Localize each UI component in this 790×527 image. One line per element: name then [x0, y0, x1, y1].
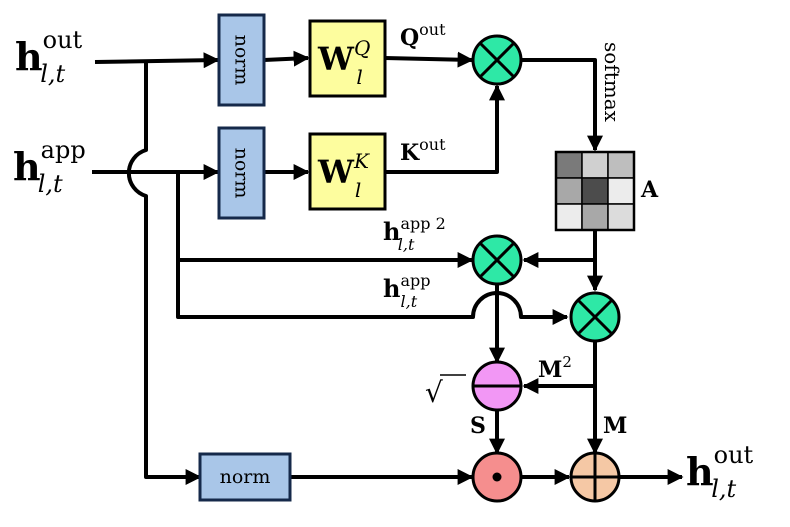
attention-cell: [607, 151, 635, 179]
s-label: S: [470, 413, 486, 439]
wire-wk-to-mult1: [385, 84, 505, 174]
attention-cell: [555, 177, 583, 205]
attention-cell: [581, 177, 609, 205]
attention-cell: [581, 151, 609, 179]
wk-box: [308, 132, 387, 211]
softmax-label: softmax: [600, 42, 624, 123]
attention-cell: [581, 203, 609, 231]
wq-box: [308, 19, 387, 98]
norm-box-2: [217, 126, 266, 220]
attention-label: A: [640, 177, 659, 203]
norm-box-1: [217, 13, 266, 107]
multiply-op-3: [569, 291, 621, 343]
wire-hout-branch: [126, 62, 202, 485]
k-out-label: Kout: [400, 135, 446, 166]
attention-matrix: [554, 150, 636, 232]
m-label: M: [603, 413, 627, 439]
wire-wq-to-mult1: [384, 51, 474, 68]
attention-cell: [607, 203, 635, 231]
subtract-op: [471, 360, 523, 412]
q-out-label: Qout: [400, 20, 446, 51]
sqrt-symbol: √: [425, 374, 466, 409]
norm-label-2: norm: [231, 148, 253, 199]
norm-label-3: norm: [220, 466, 271, 488]
m2-label: M2: [538, 353, 572, 383]
multiply-op-1: [471, 34, 523, 86]
wire-mult1-to-a: [522, 58, 603, 152]
svg-text:√: √: [425, 376, 443, 409]
attention-cell: [555, 203, 583, 231]
hadamard-op: [471, 451, 523, 503]
norm-label-1: norm: [231, 35, 253, 86]
multiply-op-2: [471, 234, 523, 286]
attention-cell: [555, 151, 583, 179]
wire-norm1-to-wq: [263, 50, 310, 67]
add-op: [569, 451, 621, 503]
attention-cell: [607, 177, 635, 205]
attention-border: [554, 150, 636, 232]
norm-box-3: [198, 452, 292, 502]
wire-hout-to-norm1: [94, 52, 220, 69]
